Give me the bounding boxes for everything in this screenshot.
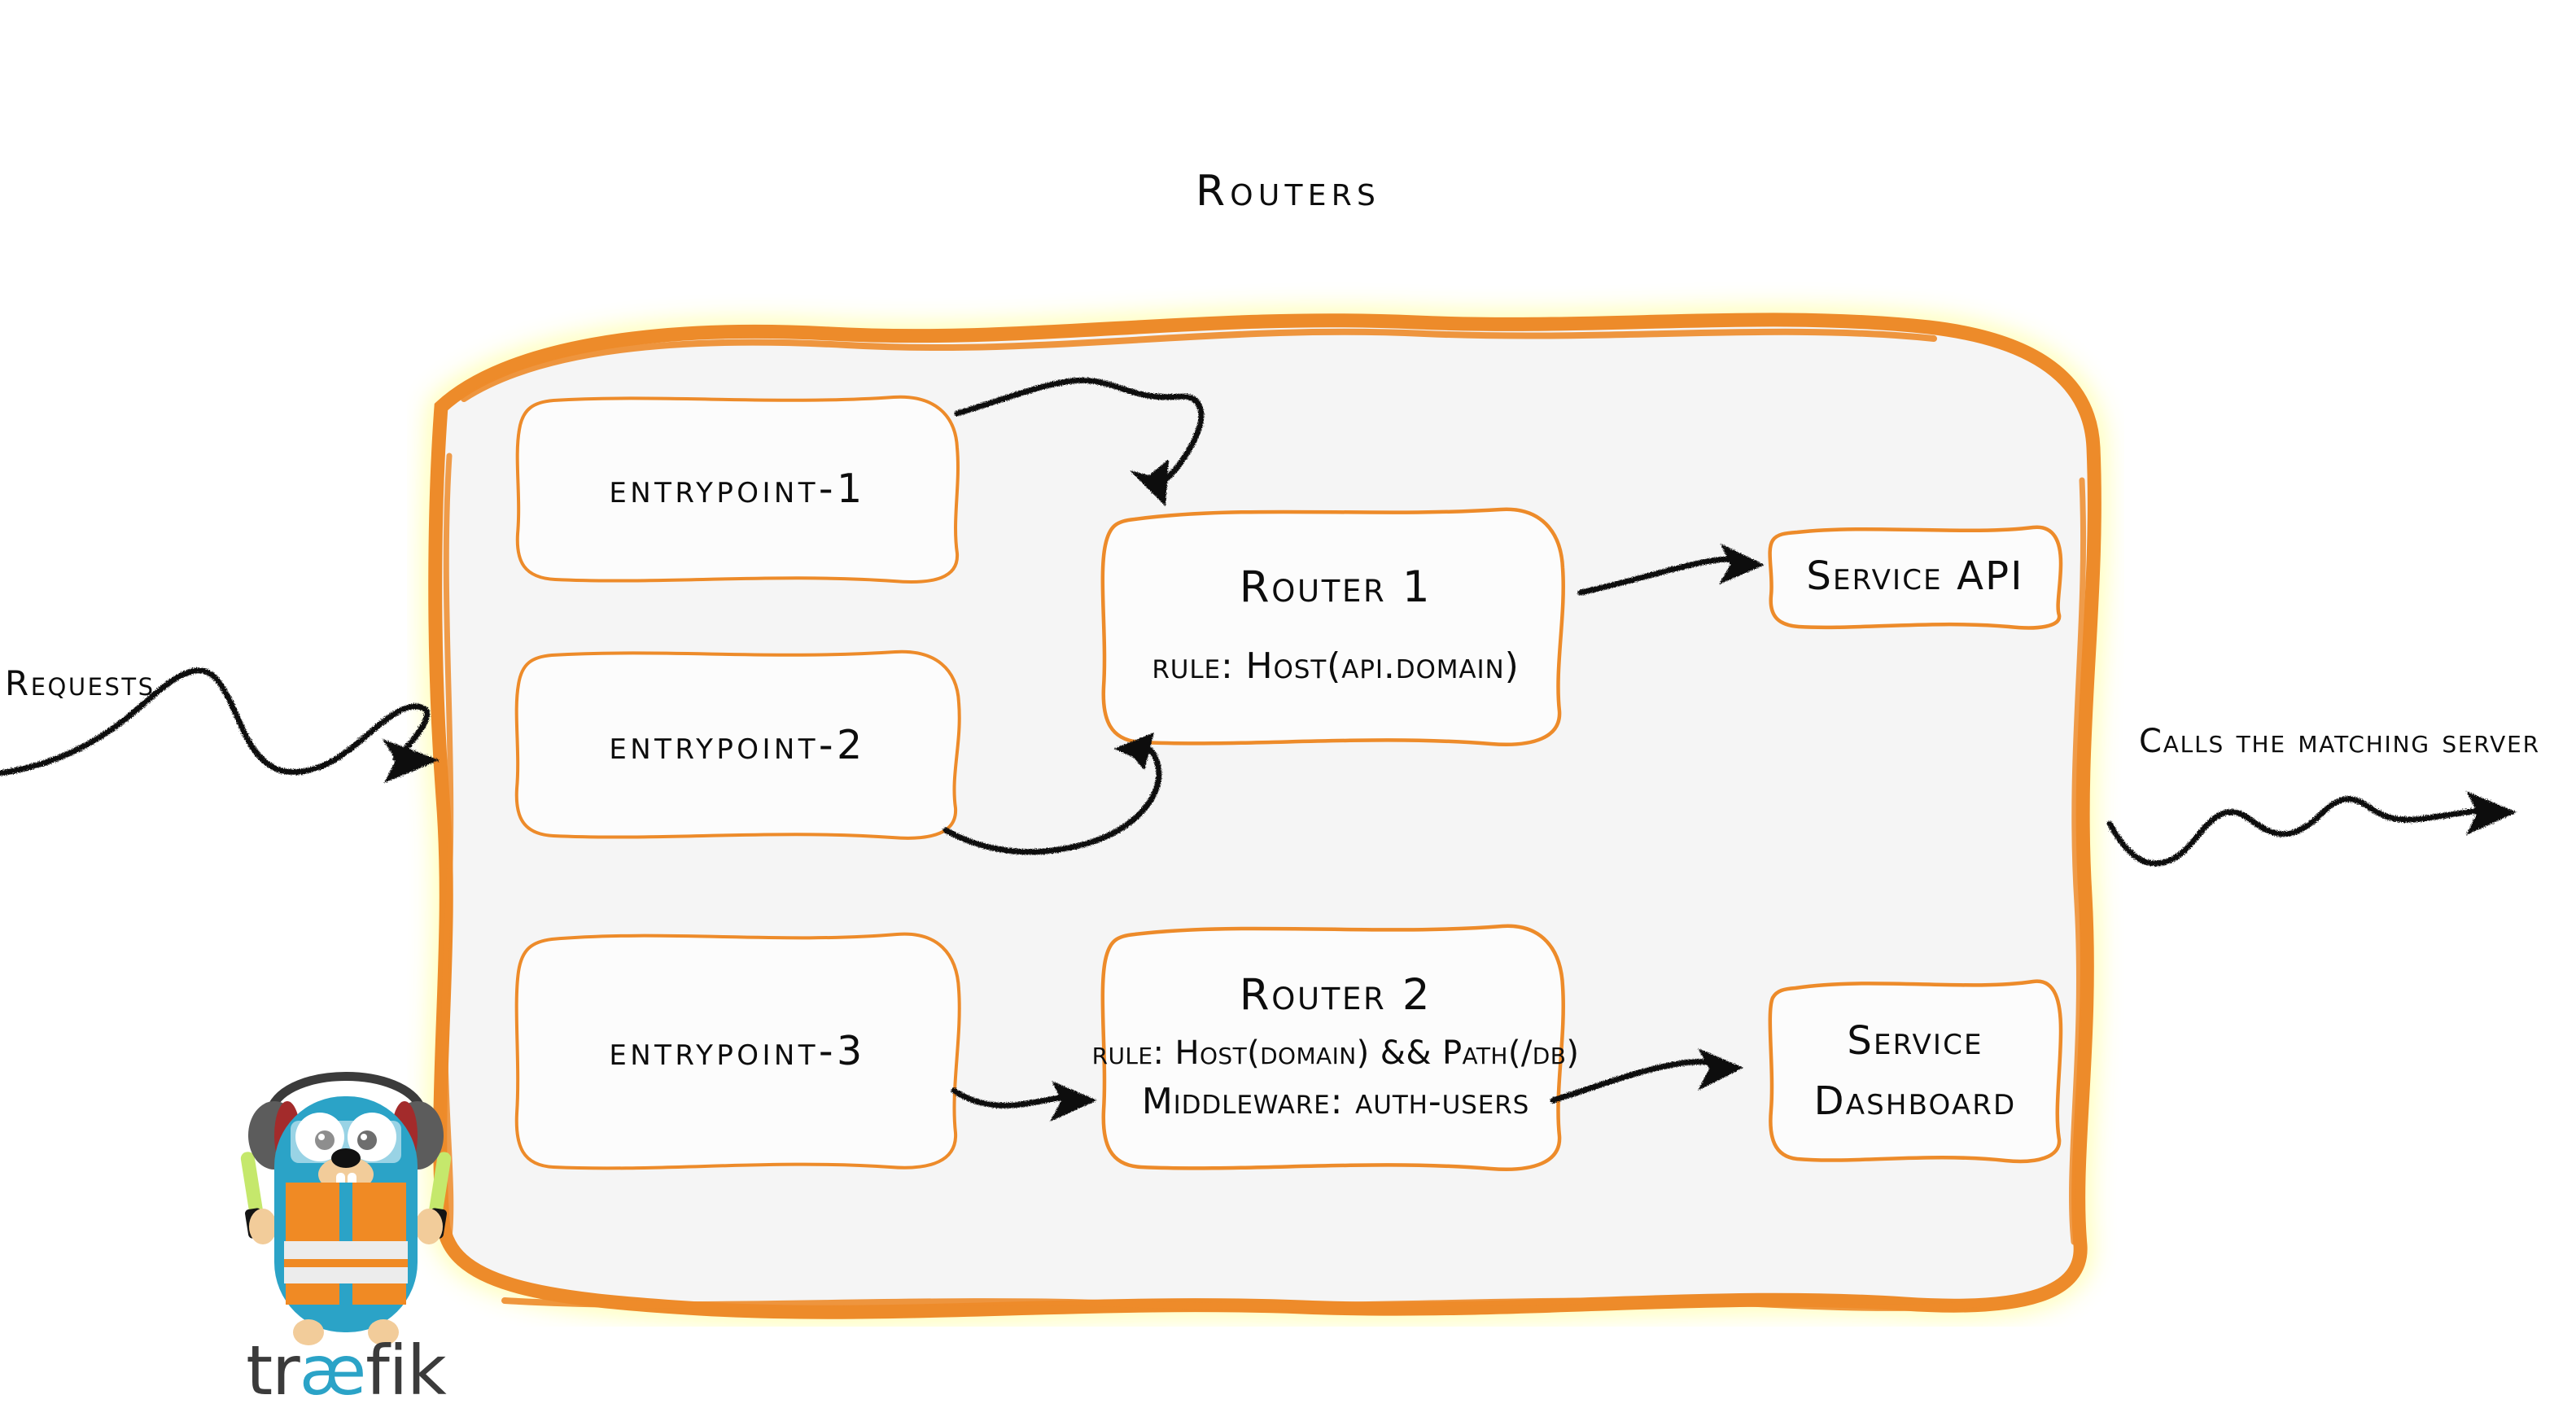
router-box-1[interactable]: Router 1 rule: Host(api.domain) [1097,498,1574,752]
router-box-2[interactable]: Router 2 rule: Host(domain) && Path(/db)… [1092,916,1579,1177]
logo-wordmark-ligature: æ [300,1331,365,1408]
logo-wordmark-suffix: fik [365,1331,447,1408]
traefik-logo: træfik [224,1046,468,1408]
entrypoint-box-2[interactable]: entrypoint-2 [511,645,964,846]
page-title: Routers [1195,167,1381,216]
entrypoint-box-1[interactable]: entrypoint-1 [511,389,964,589]
service-box-api[interactable]: Service API [1765,521,2066,632]
sketch-rect-border [514,932,961,1170]
calls-server-label: Calls the matching server [2139,723,2540,760]
entrypoint-box-3[interactable]: entrypoint-3 [511,926,964,1177]
sketch-rect-border [1100,924,1565,1171]
sketch-rect-border [515,395,960,584]
sketch-rect-border [1100,507,1565,746]
requests-label: Requests [5,663,155,703]
sketch-rect-border [514,649,961,840]
sketch-rect-border [1768,979,2063,1164]
sketch-rect-border [1768,525,2063,630]
service-box-dashboard[interactable]: Service Dashboard [1765,973,2066,1169]
logo-wordmark-prefix: tr [246,1331,300,1408]
svg-text:træfik: træfik [246,1331,447,1408]
traefik-gopher-icon: træfik [240,1072,452,1408]
calls-server-arrow [2106,791,2517,867]
